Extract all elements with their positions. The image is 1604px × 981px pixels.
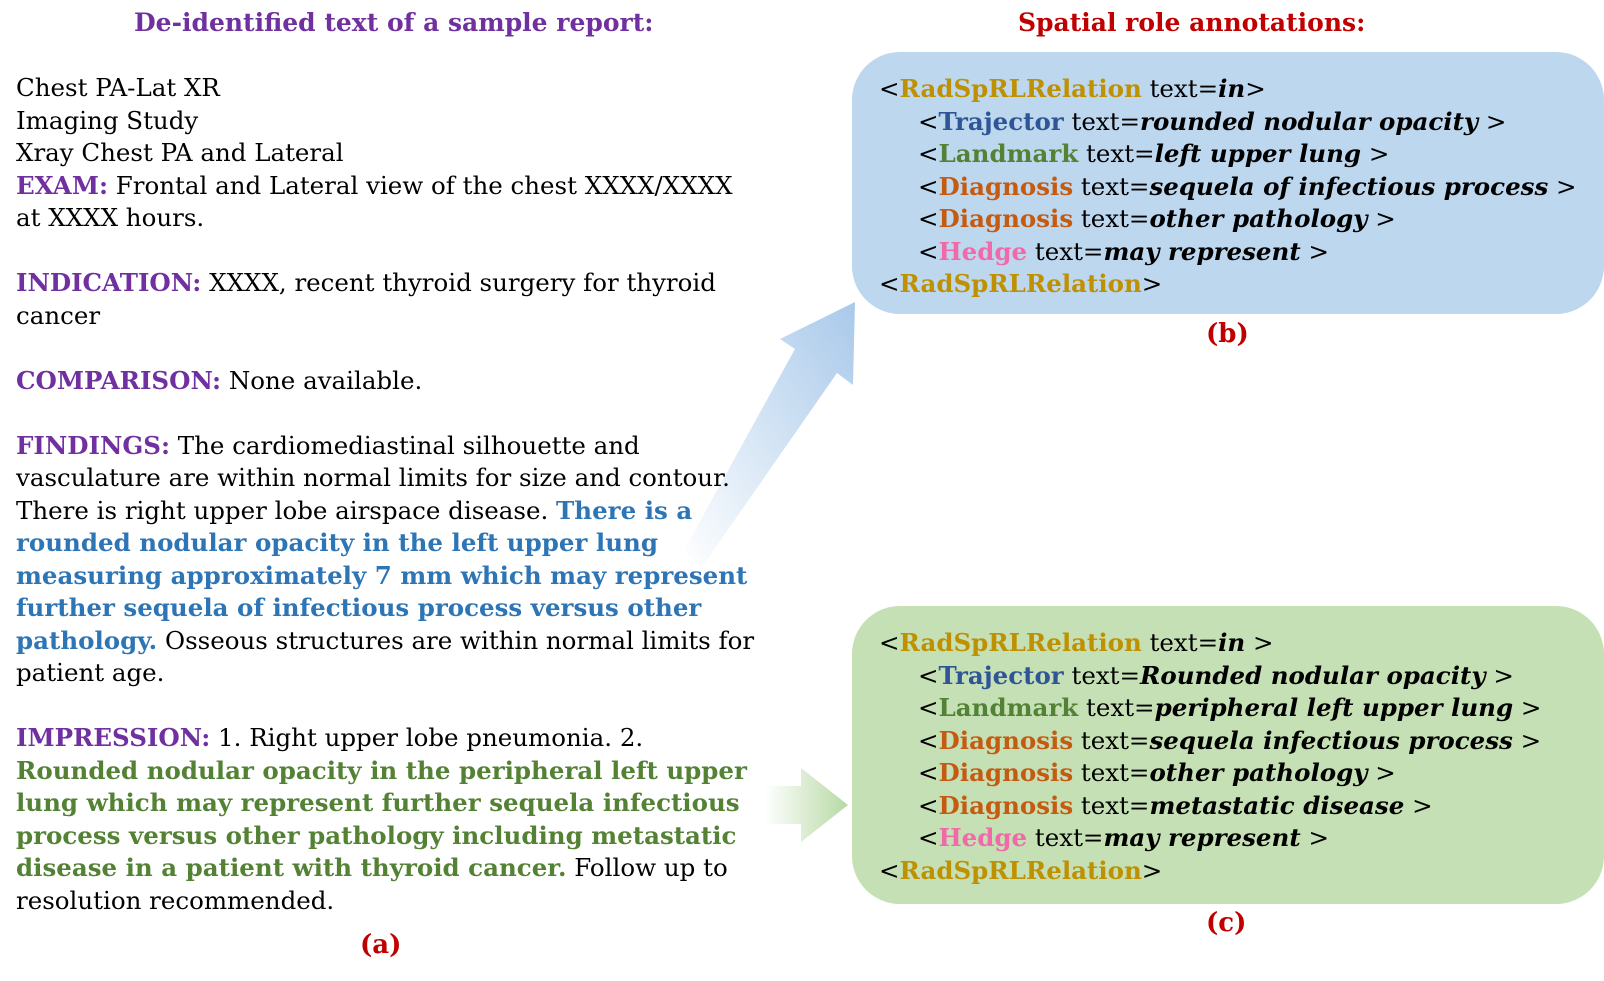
green-highlight: disease in a patient with thyroid cancer… bbox=[16, 853, 567, 882]
hedge-tag: Hedge bbox=[938, 823, 1028, 852]
exam-text: Frontal and Lateral view of the chest XX… bbox=[107, 170, 733, 200]
report-line: patient age. bbox=[16, 658, 165, 687]
trajector-row: <Trajector text=Rounded nodular opacity … bbox=[918, 660, 1514, 690]
impression-line: IMPRESSION: 1. Right upper lobe pneumoni… bbox=[16, 722, 776, 755]
annotations-heading: Spatial role annotations: bbox=[1018, 8, 1366, 37]
report-line: Xray Chest PA and Lateral bbox=[16, 138, 344, 167]
exam-line: EXAM: Frontal and Lateral view of the ch… bbox=[16, 170, 776, 203]
hedge-row: <Hedge text=may represent > bbox=[918, 236, 1329, 266]
attr-value: sequela of infectious process bbox=[1149, 171, 1549, 201]
attr-value: left upper lung bbox=[1154, 139, 1362, 168]
relation-tag: RadSpRLRelation bbox=[899, 855, 1142, 885]
caption-c: (c) bbox=[1206, 908, 1247, 938]
diagnosis-tag: Diagnosis bbox=[938, 790, 1074, 820]
attr-value: peripheral left upper lung bbox=[1154, 693, 1514, 722]
report-heading: De-identified text of a sample report: bbox=[134, 8, 654, 37]
attr-value: in bbox=[1218, 628, 1246, 657]
findings-text: Osseous structures are within normal lim… bbox=[157, 625, 755, 655]
caption-b: (b) bbox=[1206, 319, 1249, 349]
diagnosis-row: <Diagnosis text=other pathology > bbox=[918, 204, 1396, 233]
attr-value: rounded nodular opacity bbox=[1140, 106, 1479, 136]
diagnosis-tag: Diagnosis bbox=[938, 758, 1074, 787]
green-highlight: lung which may represent further sequela… bbox=[16, 788, 740, 817]
report-line: resolution recommended. bbox=[16, 885, 335, 915]
attr-value: may represent bbox=[1103, 823, 1301, 852]
blue-highlight: measuring approximately 7 mm which may r… bbox=[16, 560, 748, 590]
impression-label: IMPRESSION: bbox=[16, 723, 211, 752]
caption-a: (a) bbox=[360, 930, 402, 960]
landmark-row: <Landmark text=peripheral left upper lun… bbox=[918, 693, 1542, 722]
hedge-tag: Hedge bbox=[938, 236, 1028, 266]
annotation-panel-c: <RadSpRLRelation text=in > <Trajector te… bbox=[852, 606, 1604, 904]
blue-arrow-icon bbox=[683, 302, 855, 567]
indication-line: INDICATION: XXXX, recent thyroid surgery… bbox=[16, 267, 776, 300]
relation-open-row: <RadSpRLRelation text=in > bbox=[879, 628, 1274, 657]
relation-tag: RadSpRLRelation bbox=[899, 628, 1142, 657]
findings-line: There is right upper lobe airspace disea… bbox=[16, 495, 776, 528]
landmark-tag: Landmark bbox=[938, 139, 1079, 168]
findings-label: FINDINGS: bbox=[16, 430, 171, 460]
attr-value: Rounded nodular opacity bbox=[1140, 660, 1486, 690]
findings-line: pathology. Osseous structures are within… bbox=[16, 625, 776, 658]
findings-text: The cardiomediastinal silhouette and bbox=[170, 430, 640, 460]
blue-highlight: rounded nodular opacity in the left uppe… bbox=[16, 528, 658, 557]
landmark-tag: Landmark bbox=[938, 693, 1079, 722]
relation-close-row: <RadSpRLRelation> bbox=[879, 269, 1163, 298]
attr-value: sequela infectious process bbox=[1149, 725, 1513, 755]
diagnosis-tag: Diagnosis bbox=[938, 725, 1074, 755]
diagnosis-row: <Diagnosis text=metastatic disease > bbox=[918, 790, 1433, 820]
exam-label: EXAM: bbox=[16, 170, 108, 200]
green-arrow-icon bbox=[765, 768, 848, 842]
attr-value: other pathology bbox=[1149, 204, 1368, 233]
attr-value: in bbox=[1218, 74, 1246, 103]
relation-close-row: <RadSpRLRelation> bbox=[879, 855, 1163, 885]
findings-line: FINDINGS: The cardiomediastinal silhouet… bbox=[16, 430, 776, 463]
report-line: vasculature are within normal limits for… bbox=[16, 463, 730, 492]
diagnosis-tag: Diagnosis bbox=[938, 204, 1074, 233]
attr-value: other pathology bbox=[1149, 758, 1368, 787]
diagnosis-row: <Diagnosis text=sequela of infectious pr… bbox=[918, 171, 1577, 201]
diagnosis-row: <Diagnosis text=sequela infectious proce… bbox=[918, 725, 1542, 755]
blue-highlight: There is a bbox=[556, 495, 693, 525]
comparison-label: COMPARISON: bbox=[16, 365, 222, 395]
report-line: Chest PA-Lat XR bbox=[16, 73, 220, 102]
trajector-row: <Trajector text=rounded nodular opacity … bbox=[918, 106, 1507, 136]
blue-highlight: further sequela of infectious process ve… bbox=[16, 593, 702, 622]
indication-text: XXXX, recent thyroid surgery for thyroid bbox=[201, 268, 716, 297]
indication-label: INDICATION: bbox=[16, 268, 202, 297]
report-line: cancer bbox=[16, 300, 101, 330]
impression-text: Follow up to bbox=[566, 853, 728, 882]
comparison-text: None available. bbox=[221, 365, 423, 395]
green-highlight: process versus other pathology including… bbox=[16, 820, 737, 850]
impression-line: disease in a patient with thyroid cancer… bbox=[16, 852, 776, 885]
trajector-tag: Trajector bbox=[938, 106, 1064, 136]
attr-value: may represent bbox=[1103, 236, 1301, 266]
diagnosis-row: <Diagnosis text=other pathology > bbox=[918, 758, 1396, 787]
findings-text: There is right upper lobe airspace disea… bbox=[16, 495, 557, 525]
blue-highlight: pathology. bbox=[16, 625, 158, 655]
relation-tag: RadSpRLRelation bbox=[899, 74, 1142, 103]
trajector-tag: Trajector bbox=[938, 660, 1064, 690]
green-highlight: Rounded nodular opacity in the periphera… bbox=[16, 755, 747, 785]
annotation-panel-b: <RadSpRLRelation text=in> <Trajector tex… bbox=[852, 52, 1604, 314]
diagnosis-tag: Diagnosis bbox=[938, 171, 1074, 201]
relation-tag: RadSpRLRelation bbox=[899, 269, 1142, 298]
comparison-line: COMPARISON: None available. bbox=[16, 365, 776, 398]
report-line: at XXXX hours. bbox=[16, 203, 205, 232]
landmark-row: <Landmark text=left upper lung > bbox=[918, 139, 1390, 168]
report-text: Chest PA-Lat XR Imaging Study Xray Chest… bbox=[16, 72, 776, 917]
hedge-row: <Hedge text=may represent > bbox=[918, 823, 1329, 852]
report-line: Imaging Study bbox=[16, 105, 199, 135]
attr-value: metastatic disease bbox=[1149, 790, 1405, 820]
impression-text: 1. Right upper lobe pneumonia. 2. bbox=[210, 723, 644, 752]
relation-open-row: <RadSpRLRelation text=in> bbox=[879, 74, 1266, 103]
